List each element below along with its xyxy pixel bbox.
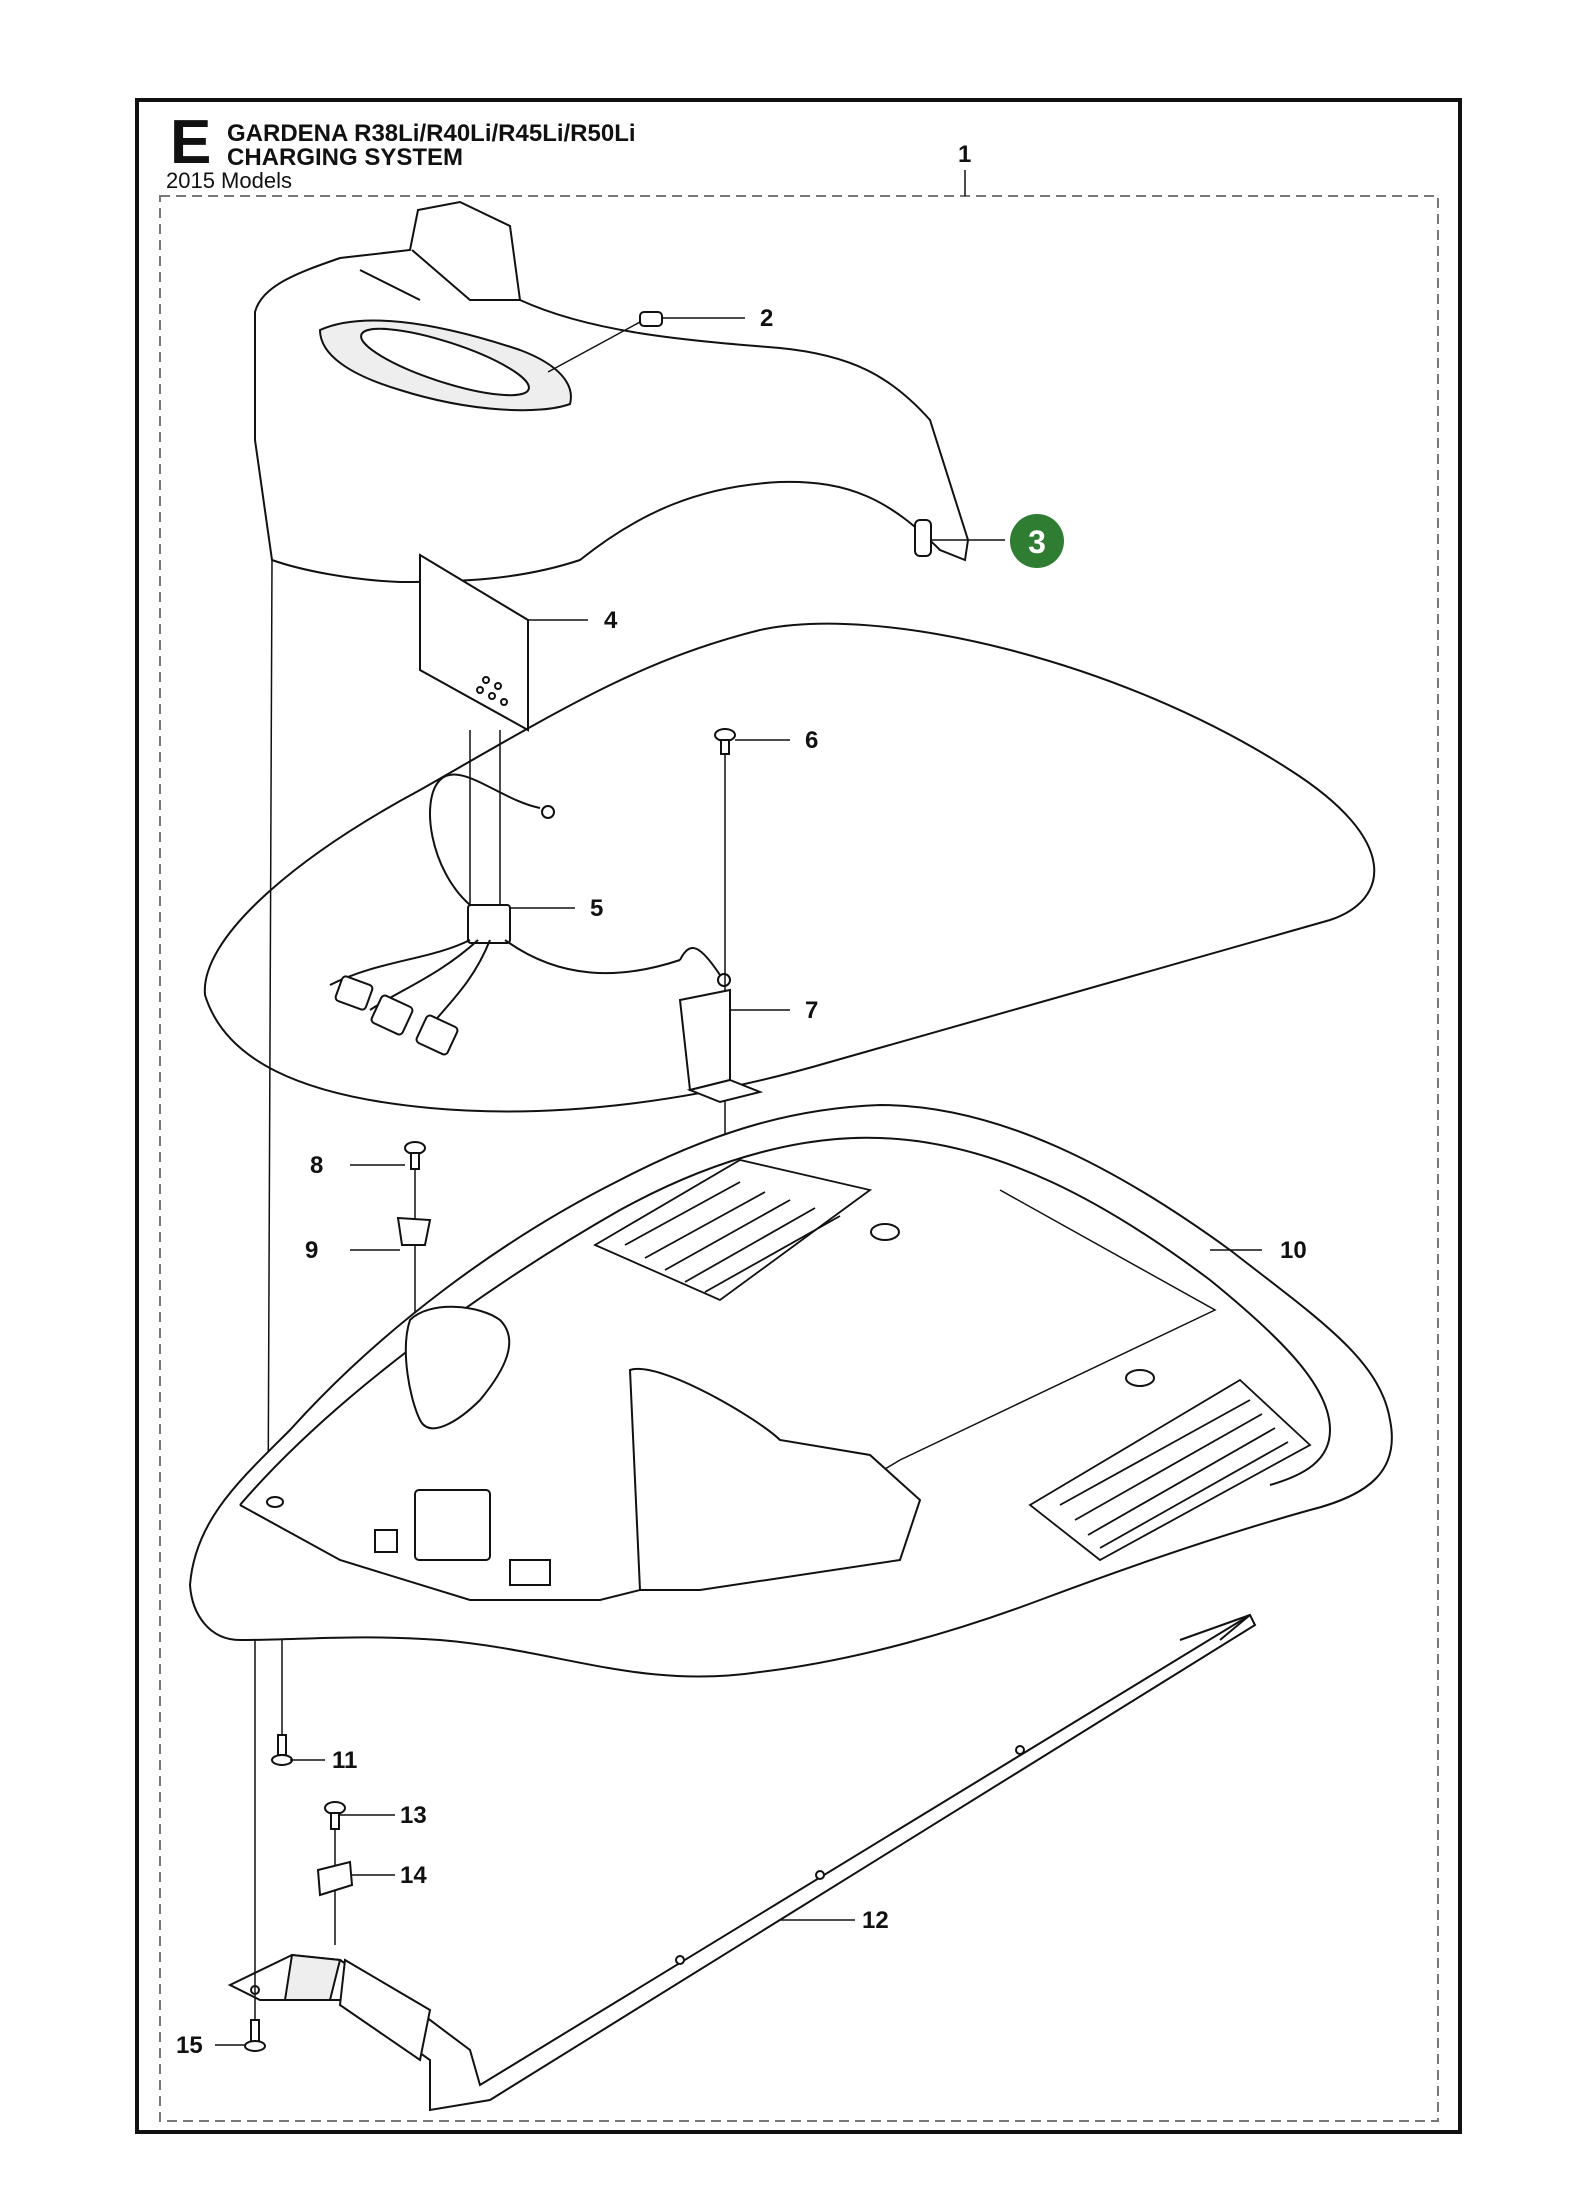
page-title: GARDENA R38Li/R40Li/R45Li/R50Li	[227, 120, 636, 147]
clip	[396, 1216, 432, 1246]
callout-15: 15	[176, 2032, 203, 2059]
drawing-frame	[135, 98, 1462, 2134]
vent-louvers	[593, 1159, 1312, 1562]
callout-14: 14	[400, 1862, 427, 1889]
callout-9: 9	[305, 1237, 318, 1264]
callout-13: 13	[400, 1802, 427, 1829]
page-subtitle: CHARGING SYSTEM	[227, 144, 464, 171]
callout-2: 2	[760, 305, 773, 332]
callout-12: 12	[862, 1907, 889, 1934]
circuit-board	[419, 553, 529, 920]
boundary-wire	[203, 622, 1376, 1113]
callout-1: 1	[958, 141, 971, 168]
model-year: 2015 Models	[166, 168, 292, 193]
wire-harness	[329, 773, 731, 1056]
section-letter: E	[170, 108, 212, 177]
callout-6: 6	[805, 727, 818, 754]
callout-7: 7	[805, 997, 818, 1024]
highlight-badge	[1010, 514, 1064, 568]
callout-4: 4	[604, 607, 618, 634]
screw-15	[244, 1640, 266, 2052]
bracket	[678, 988, 764, 1104]
callout-11: 11	[332, 1747, 357, 1774]
callout-5: 5	[590, 895, 603, 922]
screw-11	[271, 1640, 293, 1766]
base-plate	[227, 1613, 1257, 2112]
assembly-boundary	[159, 195, 1439, 2122]
cable-clip	[316, 1860, 354, 1897]
pin	[547, 311, 663, 373]
charging-cover	[254, 200, 970, 1521]
callout-3: 3	[1028, 524, 1046, 560]
callout-8: 8	[310, 1152, 323, 1179]
leader-lines	[215, 170, 1262, 2046]
callout-10: 10	[1280, 1237, 1307, 1264]
